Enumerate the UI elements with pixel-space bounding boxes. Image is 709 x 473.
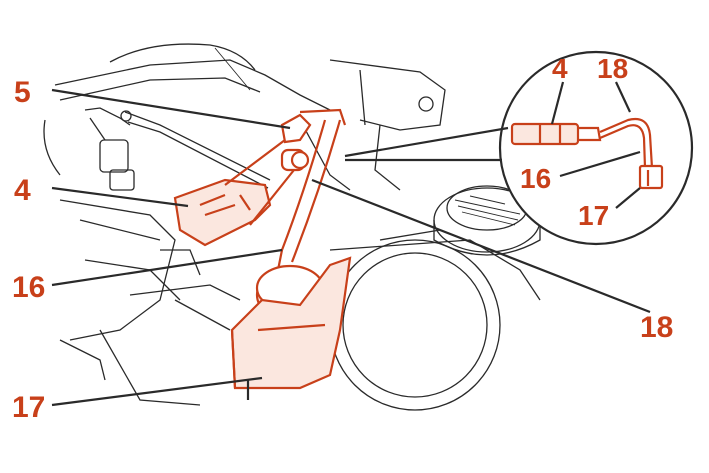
label-17: 17 [12,391,45,424]
label-16: 16 [12,271,45,304]
leader-5 [51,88,291,130]
leader-16 [51,248,283,287]
leader-17 [51,376,263,407]
connector-4 [173,178,272,247]
clip-5 [280,113,312,144]
leader-lines [51,81,651,407]
label-5: 5 [14,76,31,109]
inset-leader-4 [550,81,565,125]
inset-leader-16 [559,150,641,178]
leader-18 [311,178,651,314]
engine-background-linework [43,43,561,411]
reservoir-17 [230,256,352,390]
inset-connector-4 [510,122,580,146]
label-4: 4 [14,174,31,207]
inset-label-4: 4 [552,53,568,84]
inset-label-16: 16 [520,163,551,194]
wire-16 [276,119,327,271]
inset-leader-17 [615,187,641,209]
highlighted-components [173,108,352,390]
label-18: 18 [640,311,673,344]
inset-connector-17 [638,164,664,190]
inset-leader-18 [615,81,631,113]
inset-magnifier [344,50,694,246]
inset-label-17: 17 [578,200,609,231]
callout-labels: 5 4 16 17 18 4 18 16 17 [12,53,673,424]
leader-4 [51,186,189,208]
inset-wire-16 [599,117,654,169]
inset-label-18: 18 [597,53,628,84]
